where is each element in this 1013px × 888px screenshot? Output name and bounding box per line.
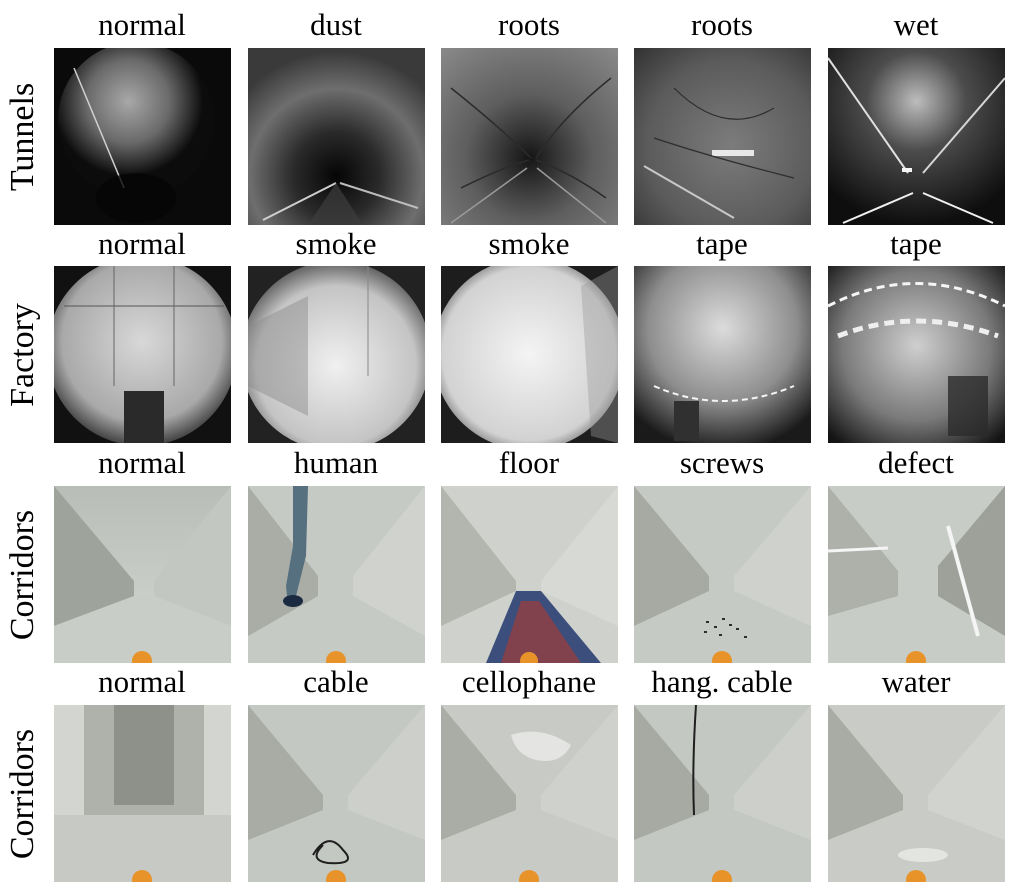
caption: human [293, 445, 379, 480]
tunnel-dust-image [248, 48, 425, 225]
caption: water [881, 664, 951, 699]
caption: floor [498, 445, 560, 480]
corridor-human-image [248, 486, 425, 663]
caption: tape [890, 226, 942, 261]
caption: normal [98, 664, 186, 699]
factory-tape-image-2 [828, 266, 1005, 443]
tunnel-normal-image [54, 48, 231, 225]
factory-smoke-image [248, 266, 425, 443]
corridor-cellophane-image [441, 705, 618, 882]
corridor-defect-image [828, 486, 1005, 663]
caption: normal [98, 445, 186, 480]
caption: screws [679, 445, 765, 480]
row-label-corridors: Corridors [4, 509, 42, 640]
caption: roots [498, 7, 560, 42]
caption: roots [691, 7, 753, 42]
row-label-factory: Factory [4, 302, 42, 407]
caption: defect [878, 445, 954, 480]
corridor-water-image [828, 705, 1005, 882]
corridor-screws-image [634, 486, 811, 663]
corridor-cable-image [248, 705, 425, 882]
corridor-floor-image [441, 486, 618, 663]
caption: smoke [295, 226, 377, 261]
tunnel-wet-image [828, 48, 1005, 225]
factory-smoke-image-2 [441, 266, 618, 443]
caption: wet [893, 7, 939, 42]
row-label-corridors-2: Corridors [4, 728, 42, 859]
caption: smoke [488, 226, 570, 261]
row-label-tunnels: Tunnels [4, 82, 41, 191]
caption: tape [696, 226, 748, 261]
tunnel-roots-image [441, 48, 618, 225]
factory-normal-image [54, 266, 231, 443]
corridor-hanging-cable-image [634, 705, 811, 882]
factory-tape-image [634, 266, 811, 443]
caption: normal [98, 226, 186, 261]
tunnel-roots-image-2 [634, 48, 811, 225]
caption: cellophane [461, 664, 597, 699]
caption: dust [310, 7, 362, 42]
caption: normal [98, 7, 186, 42]
caption: hang. cable [651, 664, 793, 699]
corridor-normal-image-2 [54, 705, 231, 882]
caption: cable [303, 664, 369, 699]
corridor-normal-image [54, 486, 231, 663]
